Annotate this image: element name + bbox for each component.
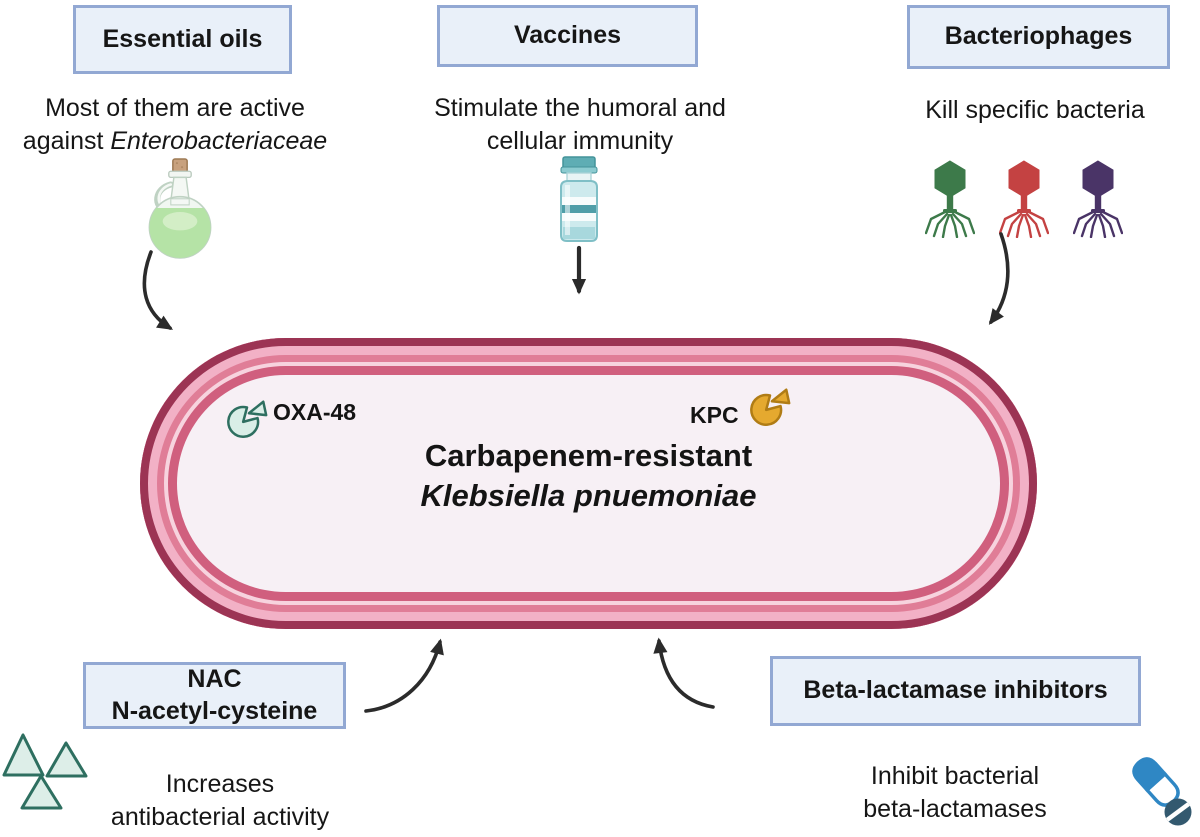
arrow-nac-to-cell bbox=[364, 638, 444, 713]
bacteriophages-description: Kill specific bacteria bbox=[925, 96, 1145, 124]
arrow-bacteriophages-to-cell bbox=[988, 232, 1010, 325]
bacteriophage-icons bbox=[925, 158, 1123, 238]
nac-title-line2: N-acetyl-cysteine bbox=[111, 696, 318, 725]
vaccines-description: Stimulate the humoral and cellular immun… bbox=[434, 94, 726, 155]
oil-bottle-icon bbox=[148, 158, 212, 259]
bacteriophage-icon-purple bbox=[1073, 160, 1123, 238]
bacteriophages-box: Bacteriophages bbox=[907, 5, 1170, 69]
enzyme-kpc-icon bbox=[750, 388, 791, 426]
beta-lactamase-inhibitors-box: Beta-lactamase inhibitors bbox=[770, 656, 1141, 726]
bacteriophage-icon-green bbox=[925, 160, 975, 238]
arrow-bli-to-cell bbox=[653, 637, 715, 709]
vaccines-title: Vaccines bbox=[513, 21, 622, 50]
pill-icon bbox=[1132, 757, 1192, 826]
species-name: Enterobacteriaceae bbox=[110, 126, 328, 155]
vaccines-box: Vaccines bbox=[437, 5, 698, 67]
essential-oils-box: Essential oils bbox=[73, 5, 292, 74]
nac-description: Increases antibacterial activity bbox=[110, 770, 330, 831]
bacteriophages-title: Bacteriophages bbox=[944, 22, 1133, 51]
essential-oils-description: Most of them are active against Enteroba… bbox=[22, 94, 328, 155]
beta-lactamase-inhibitors-title: Beta-lactamase inhibitors bbox=[803, 676, 1108, 705]
bacteriophage-icon-red bbox=[999, 160, 1049, 238]
nac-title-line1: NAC bbox=[187, 665, 242, 694]
cell-title-line2: Klebsiella pnuemoniae bbox=[420, 477, 757, 513]
cell-title: Carbapenem-resistant Klebsiella pnuemoni… bbox=[140, 436, 1037, 515]
beta-lactamase-inhibitors-description: Inhibit bacterial beta-lactamases bbox=[863, 762, 1047, 823]
nac-box: NAC N-acetyl-cysteine bbox=[83, 662, 346, 729]
enzyme-kpc-label: KPC bbox=[690, 402, 739, 428]
essential-oils-title: Essential oils bbox=[102, 24, 263, 53]
enzyme-oxa48-icon bbox=[227, 400, 268, 438]
cell-title-line1: Carbapenem-resistant bbox=[424, 438, 753, 473]
arrow-essential-oils-to-cell bbox=[142, 250, 174, 330]
enzyme-oxa48-label: OXA-48 bbox=[273, 399, 357, 425]
nac-triangles-icon bbox=[2, 733, 88, 810]
bacterial-cell: OXA-48 KPC Carbapenem-resistant Klebsiel… bbox=[140, 338, 1037, 629]
vaccine-vial-icon bbox=[560, 156, 598, 242]
